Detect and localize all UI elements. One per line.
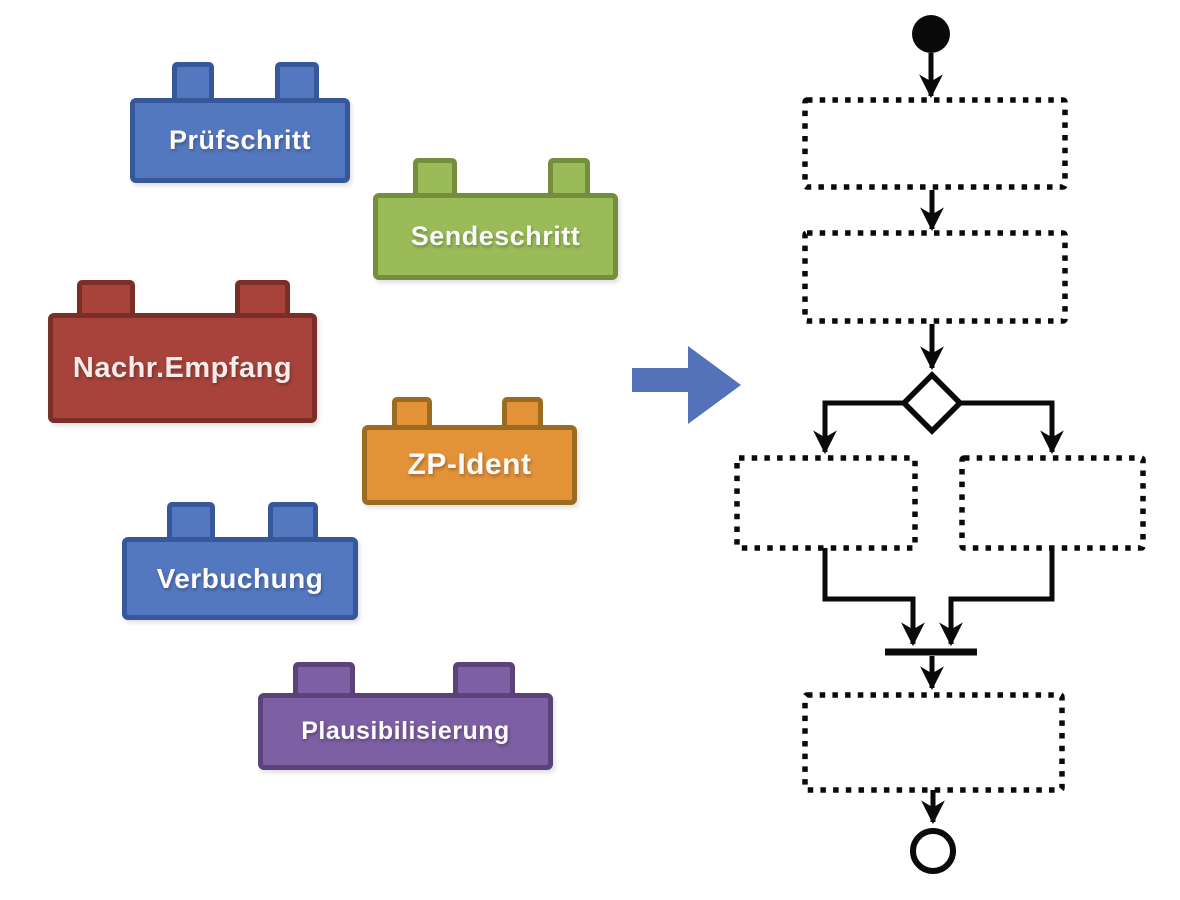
branch-right-connector	[958, 400, 1064, 455]
brick-body: Plausibilisierung	[258, 693, 553, 770]
brick-body: Nachr.Empfang	[48, 313, 317, 423]
brick-label: Nachr.Empfang	[72, 351, 293, 384]
brick-pruefschritt: Prüfschritt	[130, 62, 352, 183]
join-right-connector	[939, 548, 1055, 647]
brick-body: Sendeschritt	[373, 193, 618, 280]
brick-body: ZP-Ident	[362, 425, 577, 505]
brick-body: Verbuchung	[122, 537, 358, 620]
start-node	[912, 15, 950, 53]
brick-label: Plausibilisierung	[301, 717, 510, 745]
brick-sendeschritt: Sendeschritt	[373, 158, 618, 280]
action-placeholder-1	[802, 97, 1068, 190]
decision-diamond	[900, 371, 964, 435]
brick-label: ZP-Ident	[407, 448, 532, 481]
brick-verbuchung: Verbuchung	[122, 502, 359, 620]
brick-body: Prüfschritt	[130, 98, 350, 183]
brick-label: Prüfschritt	[168, 125, 312, 155]
brick-label: Sendeschritt	[410, 221, 581, 251]
action-placeholder-left	[734, 455, 918, 551]
action-placeholder-2	[802, 230, 1068, 324]
end-node	[910, 828, 956, 874]
brick-plausibilisierung: Plausibilisierung	[258, 662, 553, 770]
transform-arrow-icon	[632, 346, 741, 424]
brick-nachr-empfang: Nachr.Empfang	[48, 280, 318, 423]
branch-left-connector	[813, 400, 906, 455]
action-placeholder-right	[959, 455, 1146, 551]
join-left-connector	[822, 548, 925, 647]
brick-label: Verbuchung	[156, 562, 324, 594]
action-placeholder-final	[802, 692, 1065, 793]
brick-zp-ident: ZP-Ident	[362, 397, 577, 505]
